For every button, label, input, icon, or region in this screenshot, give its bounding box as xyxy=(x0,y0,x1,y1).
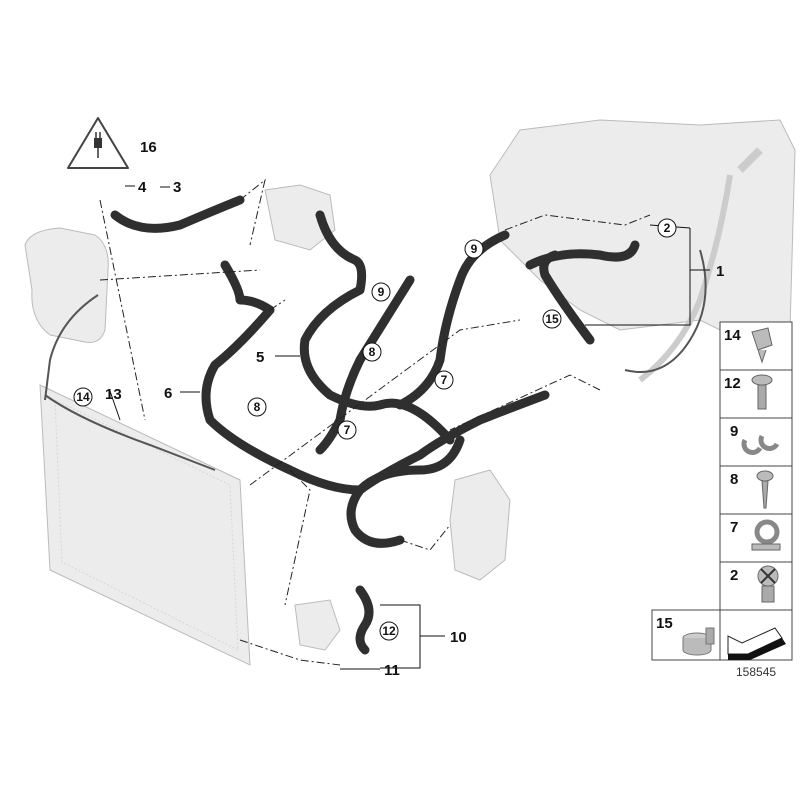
svg-text:8: 8 xyxy=(730,471,738,488)
svg-text:12: 12 xyxy=(382,624,396,638)
self-tapping-screw-icon xyxy=(756,470,774,482)
callout-5: 5 xyxy=(256,349,264,366)
callout-6: 6 xyxy=(164,385,172,402)
svg-text:9: 9 xyxy=(730,423,738,440)
callout-11: 11 xyxy=(384,662,400,679)
electric-pump xyxy=(294,599,341,651)
svg-text:12: 12 xyxy=(724,375,741,392)
svg-text:2: 2 xyxy=(730,567,738,584)
callout-16: 16 xyxy=(140,139,157,156)
reference-arrow-icon xyxy=(727,627,786,660)
legend-item-14: 14 xyxy=(724,327,773,364)
callout-8-circled: 8 xyxy=(362,342,382,362)
diagram-number: 158545 xyxy=(736,665,776,679)
expansion-tank xyxy=(24,227,109,343)
callout-14-circled: 14 xyxy=(73,387,93,407)
legend-item-2: 2 xyxy=(730,565,779,603)
callout-2-circled: 2 xyxy=(657,218,677,238)
svg-text:14: 14 xyxy=(724,327,741,344)
assignment-lines xyxy=(99,178,651,666)
callout-3: 3 xyxy=(173,179,181,196)
parts-legend: 14 12 9 8 7 2 15 xyxy=(651,321,793,661)
legend-item-15: 15 xyxy=(656,615,715,656)
hose-clip-icon xyxy=(754,519,780,545)
svg-text:7: 7 xyxy=(730,519,738,536)
screw-icon xyxy=(751,374,773,386)
callout-8-circled: 8 xyxy=(247,397,267,417)
callout-12-circled: 12 xyxy=(379,621,399,641)
legend-item-12: 12 xyxy=(724,374,773,410)
svg-text:15: 15 xyxy=(656,615,673,632)
warning-triangle-plug-icon xyxy=(67,117,129,169)
callout-7-circled: 7 xyxy=(434,370,454,390)
callout-15-circled: 15 xyxy=(542,309,562,329)
svg-text:8: 8 xyxy=(369,345,376,359)
callout-4: 4 xyxy=(138,179,147,196)
svg-text:7: 7 xyxy=(344,423,351,437)
svg-text:8: 8 xyxy=(254,400,261,414)
callout-9-circled: 9 xyxy=(464,239,484,259)
svg-text:2: 2 xyxy=(664,221,671,235)
double-clip-icon xyxy=(741,434,780,455)
legend-item-9: 9 xyxy=(730,423,780,455)
thermostat-housing xyxy=(264,184,336,251)
svg-text:9: 9 xyxy=(471,242,478,256)
callout-7-circled: 7 xyxy=(337,420,357,440)
svg-text:15: 15 xyxy=(545,312,559,326)
svg-text:9: 9 xyxy=(378,285,385,299)
callout-10: 10 xyxy=(450,629,467,646)
radiator xyxy=(39,384,251,666)
legend-item-7: 7 xyxy=(730,519,781,551)
clip-icon xyxy=(751,327,773,364)
callout-13: 13 xyxy=(105,386,122,403)
auxiliary-pump xyxy=(449,469,511,581)
callout-1: 1 xyxy=(716,263,724,280)
callout-9-circled: 9 xyxy=(371,282,391,302)
svg-text:7: 7 xyxy=(441,373,448,387)
legend-item-8: 8 xyxy=(730,470,774,509)
callouts: 16 4 3 13 6 5 1 10 11 14 8 8 9 9 7 7 2 1… xyxy=(73,139,724,679)
svg-text:14: 14 xyxy=(76,390,90,404)
